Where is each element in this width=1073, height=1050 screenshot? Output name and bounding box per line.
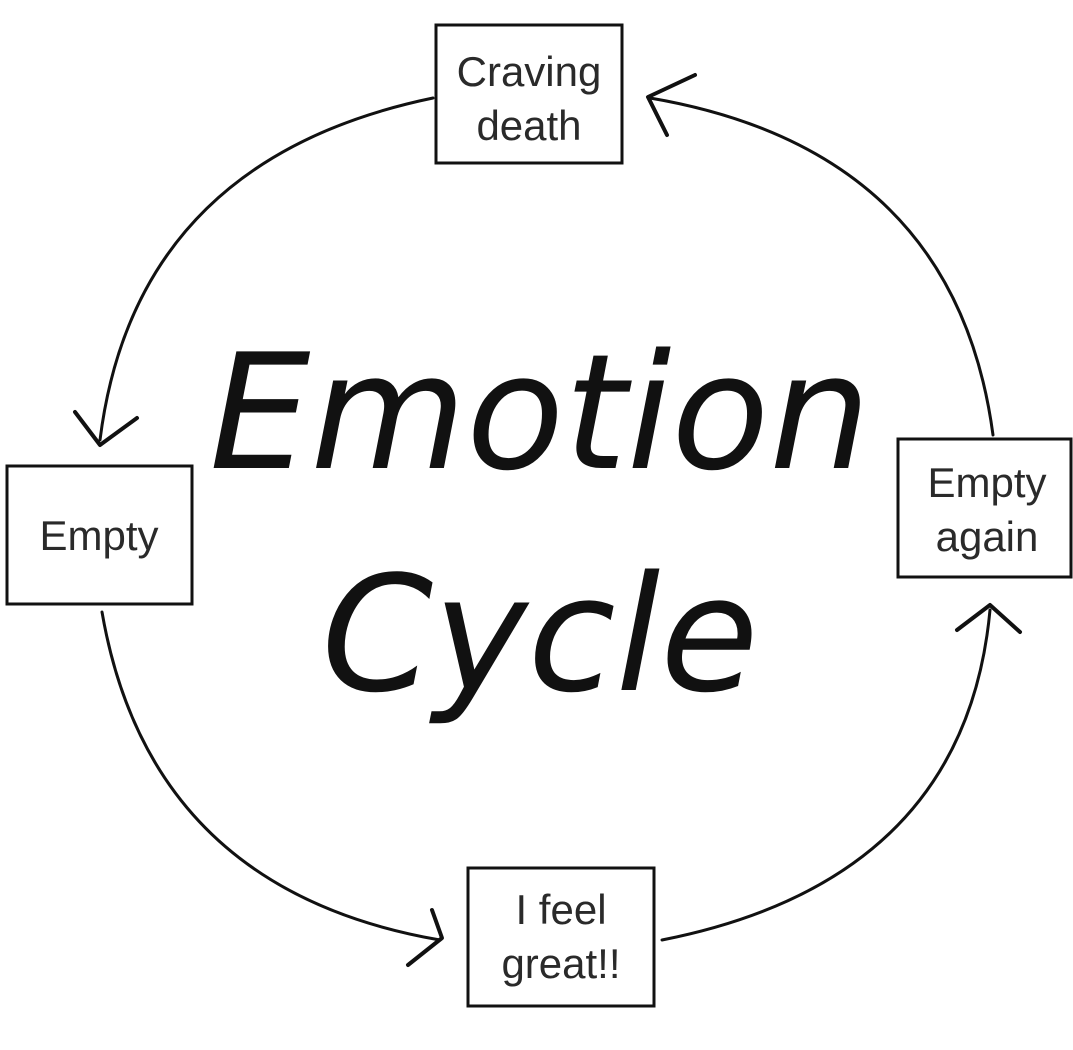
arrowhead-into-great: [406, 908, 444, 967]
title-line1: Emotion: [209, 319, 870, 506]
arc-craving-to-empty: [98, 96, 435, 442]
node-label-line1: Empty: [927, 459, 1046, 506]
node-label-line1: Craving: [457, 48, 602, 95]
node-i-feel-great: I feel great!!: [466, 866, 656, 1008]
arc-emptyagain-to-craving: [648, 96, 995, 437]
arrowhead-into-craving: [646, 73, 697, 137]
title-line2: Cycle: [321, 541, 758, 728]
node-empty-again: Empty again: [896, 437, 1073, 579]
node-label-line2: again: [936, 513, 1039, 560]
node-box: [896, 437, 1073, 579]
node-label-line1: Empty: [39, 512, 158, 559]
node-craving-death: Craving death: [434, 23, 624, 165]
node-box: [434, 23, 624, 165]
arrow-heads: [73, 73, 1022, 967]
node-empty: Empty: [5, 464, 194, 606]
cycle-arcs: [98, 96, 995, 942]
node-box: [466, 866, 656, 1008]
node-label-line1: I feel: [515, 886, 606, 933]
arrowhead-into-emptyagain: [955, 603, 1022, 634]
diagram-title: Emotion Cycle: [209, 319, 870, 728]
node-label-line2: great!!: [501, 940, 620, 987]
arrowhead-into-empty: [73, 410, 139, 447]
node-label-line2: death: [476, 102, 581, 149]
arc-empty-to-great: [100, 610, 442, 942]
node-box: [5, 464, 194, 606]
arc-great-to-emptyagain: [660, 608, 992, 942]
